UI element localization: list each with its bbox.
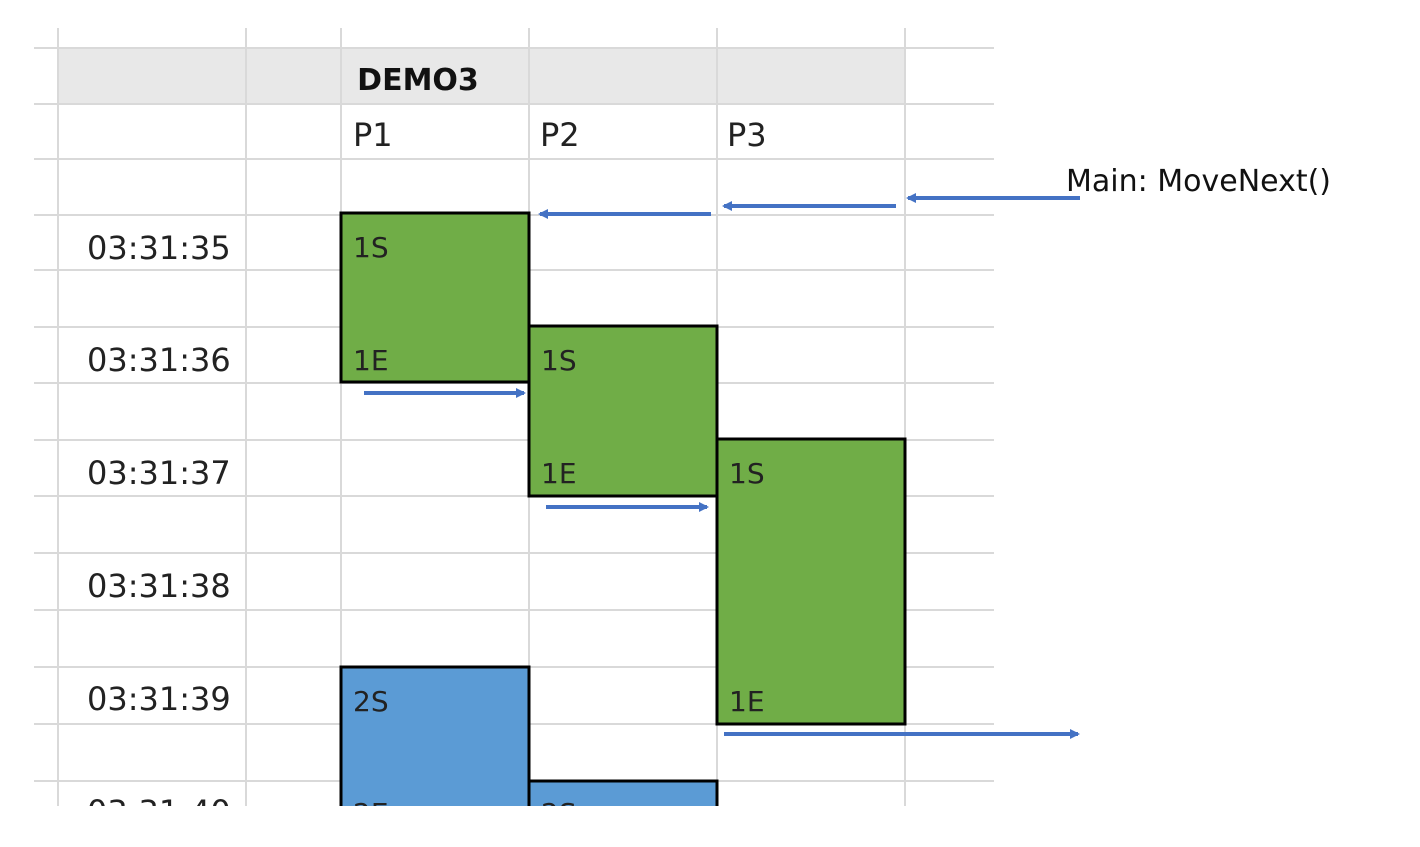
time-label: 03:31:35 [87, 229, 231, 267]
time-label: 03:31:39 [87, 680, 231, 718]
crop-mask [0, 806, 1420, 847]
time-label: 03:31:36 [87, 341, 231, 379]
blocks-layer [339, 211, 907, 843]
time-label: 03:31:37 [87, 454, 231, 492]
column-header-p1: P1 [353, 116, 393, 154]
block-end-label: 1E [729, 685, 765, 718]
block-start-label: 2S [353, 685, 389, 718]
block-p3-batch1 [715, 437, 907, 726]
sheet-title: DEMO3 [357, 63, 479, 98]
time-column: 03:31:35 03:31:36 03:31:37 03:31:38 03:3… [87, 229, 231, 831]
block-p2-batch1 [527, 324, 719, 498]
block-p1-batch1 [339, 211, 531, 384]
main-movenext-label: Main: MoveNext() [1066, 164, 1331, 199]
arrows-layer [364, 193, 1080, 739]
column-header-p2: P2 [540, 116, 580, 154]
sheet-header-band [58, 48, 906, 104]
block-start-label: 1S [541, 344, 577, 377]
block-end-label: 1E [541, 457, 577, 490]
time-label: 03:31:38 [87, 567, 231, 605]
block-start-label: 1S [729, 457, 765, 490]
column-header-p3: P3 [727, 116, 767, 154]
block-start-label: 1S [353, 231, 389, 264]
block-end-label: 1E [353, 344, 389, 377]
